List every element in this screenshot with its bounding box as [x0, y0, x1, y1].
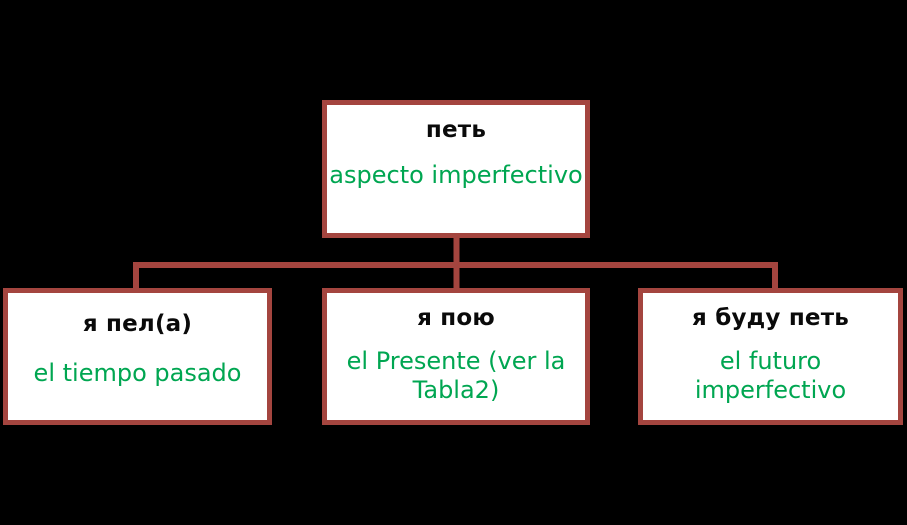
node-present-tense: я пою el Presente (ver la Tabla2)	[322, 288, 590, 425]
node-past-gloss: el tiempo pasado	[33, 359, 242, 388]
node-root-title: петь	[425, 117, 487, 143]
node-root-verb: петь aspecto imperfectivo	[322, 100, 590, 238]
node-past-title: я пел(а)	[82, 311, 193, 337]
node-present-gloss: el Presente (ver la Tabla2)	[346, 347, 566, 405]
node-past-tense: я пел(а) el tiempo pasado	[3, 288, 272, 425]
node-future-gloss: el futuro imperfectivo	[694, 347, 847, 405]
node-present-title: я пою	[417, 305, 495, 331]
node-future-title: я буду петь	[692, 305, 849, 331]
node-root-gloss: aspecto imperfectivo	[329, 161, 583, 190]
node-future-tense: я буду петь el futuro imperfectivo	[638, 288, 903, 425]
